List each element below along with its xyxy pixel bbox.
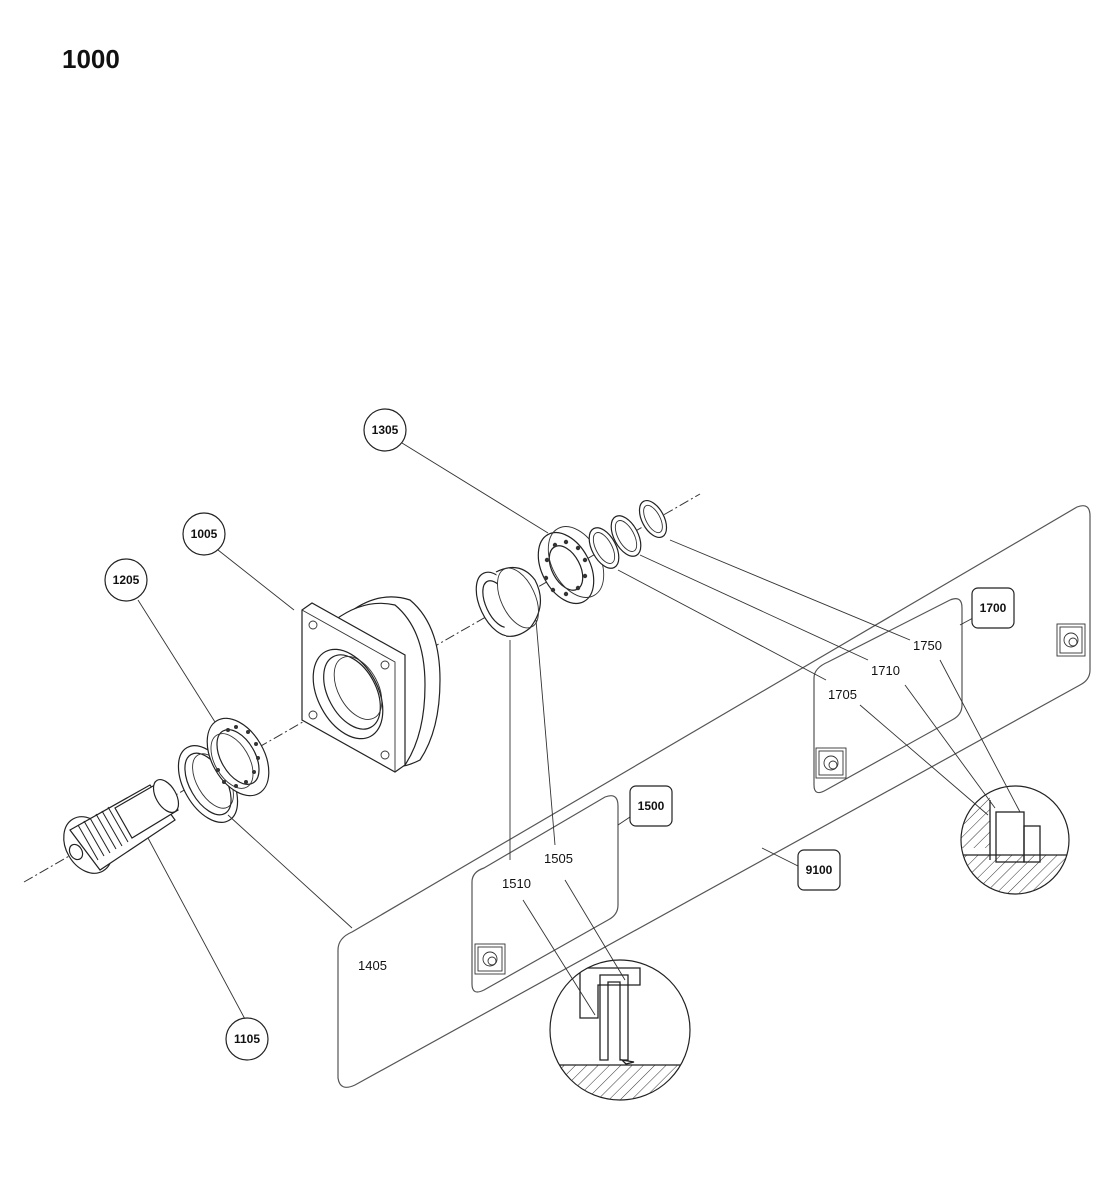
svg-text:1205: 1205 (113, 573, 140, 587)
svg-text:1500: 1500 (638, 799, 665, 813)
label-1705: 1705 (828, 687, 857, 702)
package-icon (815, 747, 847, 779)
label-1510: 1510 (502, 876, 531, 891)
callout-1305: 1305 (363, 408, 407, 452)
retaining-ring-part (588, 527, 620, 569)
bearing-part (206, 717, 270, 797)
leader-lines (137, 442, 1021, 1022)
callout-1005: 1005 (182, 512, 226, 556)
label-1505: 1505 (544, 851, 573, 866)
svg-text:1105: 1105 (234, 1032, 260, 1046)
svg-text:1700: 1700 (980, 601, 1007, 615)
svg-text:1005: 1005 (191, 527, 218, 541)
callout-1700: 1700 (971, 587, 1015, 629)
ring-detail-view (960, 785, 1070, 895)
retaining-ring-part (610, 515, 642, 557)
package-icon (474, 943, 506, 975)
retaining-ring-part (638, 500, 668, 538)
radial-seal-part (475, 566, 541, 637)
kit-panel-1500 (471, 795, 619, 993)
label-1405: 1405 (358, 958, 387, 973)
seal-detail-view (549, 959, 691, 1101)
svg-text:9100: 9100 (806, 863, 833, 877)
callout-1205: 1205 (104, 558, 148, 602)
label-1750: 1750 (913, 638, 942, 653)
flange-housing-part (301, 596, 441, 773)
page-title: 1000 (62, 44, 120, 74)
callout-9100: 9100 (797, 849, 841, 891)
callout-1105: 1105 (225, 1017, 269, 1061)
ball-bearing-part (537, 526, 605, 604)
svg-text:1305: 1305 (372, 423, 399, 437)
package-icon (1056, 623, 1086, 657)
shaft-part (63, 779, 180, 874)
label-1710: 1710 (871, 663, 900, 678)
callout-1500: 1500 (629, 785, 673, 827)
